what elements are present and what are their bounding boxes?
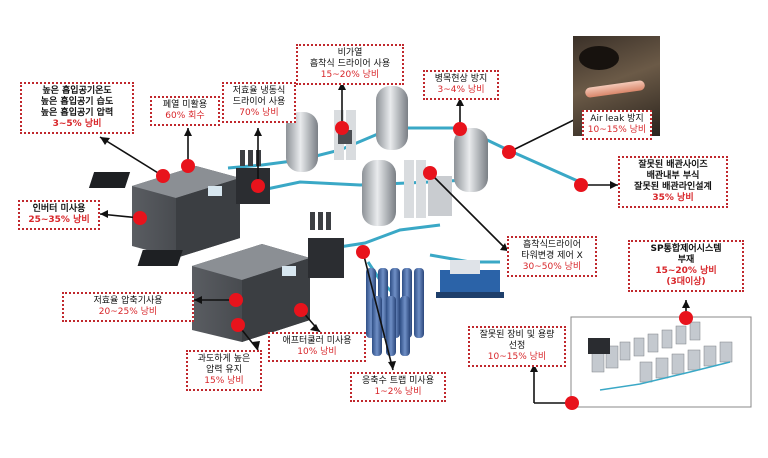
label-refrigerated-dryer: 저효율 냉동식 드라이어 사용 70% 낭비: [222, 82, 296, 123]
label-air-leak: Air leak 방지 10~15% 낭비: [582, 110, 652, 140]
control-system-inset: [570, 316, 752, 408]
label-sp-control: SP통합제어시스템 부재 15~20% 낭비 (3대이상): [628, 240, 744, 292]
label-equipment-sizing: 잘못된 장비 및 용량 선정 10~15% 낭비: [468, 326, 566, 367]
label-tower-control: 흡착식드라이어 타워변경 제어 X 30~50% 낭비: [507, 236, 597, 277]
label-piping: 잘못된 배관사이즈 배관내부 부식 잘못된 배관라인설계 35% 낭비: [618, 156, 728, 208]
label-drain-trap: 응축수 트랩 미사용 1~2% 낭비: [350, 372, 446, 402]
label-low-efficiency-compressor: 저효율 압축기사용 20~25% 낭비: [62, 292, 194, 322]
label-inverter: 인버터 미사용 25~35% 낭비: [18, 200, 100, 230]
receiver-tanks-lower: [362, 160, 452, 226]
booster-pump: [436, 260, 504, 298]
compressor-unit-1: [88, 166, 240, 258]
label-intake-conditions: 높은 흡입공기온도 높은 흡입공기 습도 높은 흡입공기 압력 3~5% 낭비: [20, 82, 134, 134]
label-overpressure: 과도하게 높은 압력 유지 15% 낭비: [186, 350, 262, 391]
label-waste-heat: 폐열 미활용 60% 회수: [150, 96, 220, 126]
receiver-tanks-upper: [286, 86, 488, 192]
label-heatless-dryer: 비가열 흡착식 드라이어 사용 15~20% 낭비: [296, 44, 404, 85]
issue-markers: [133, 121, 693, 410]
desiccant-dryer-upper: [334, 110, 356, 160]
label-bottleneck: 병목현상 방지 3~4% 낭비: [423, 70, 499, 100]
compressor-unit-2: [137, 244, 310, 342]
aftercooler: [308, 238, 344, 278]
label-aftercooler: 애프터쿨러 미사용 10% 낭비: [268, 332, 366, 362]
gas-cylinders: [366, 268, 424, 356]
